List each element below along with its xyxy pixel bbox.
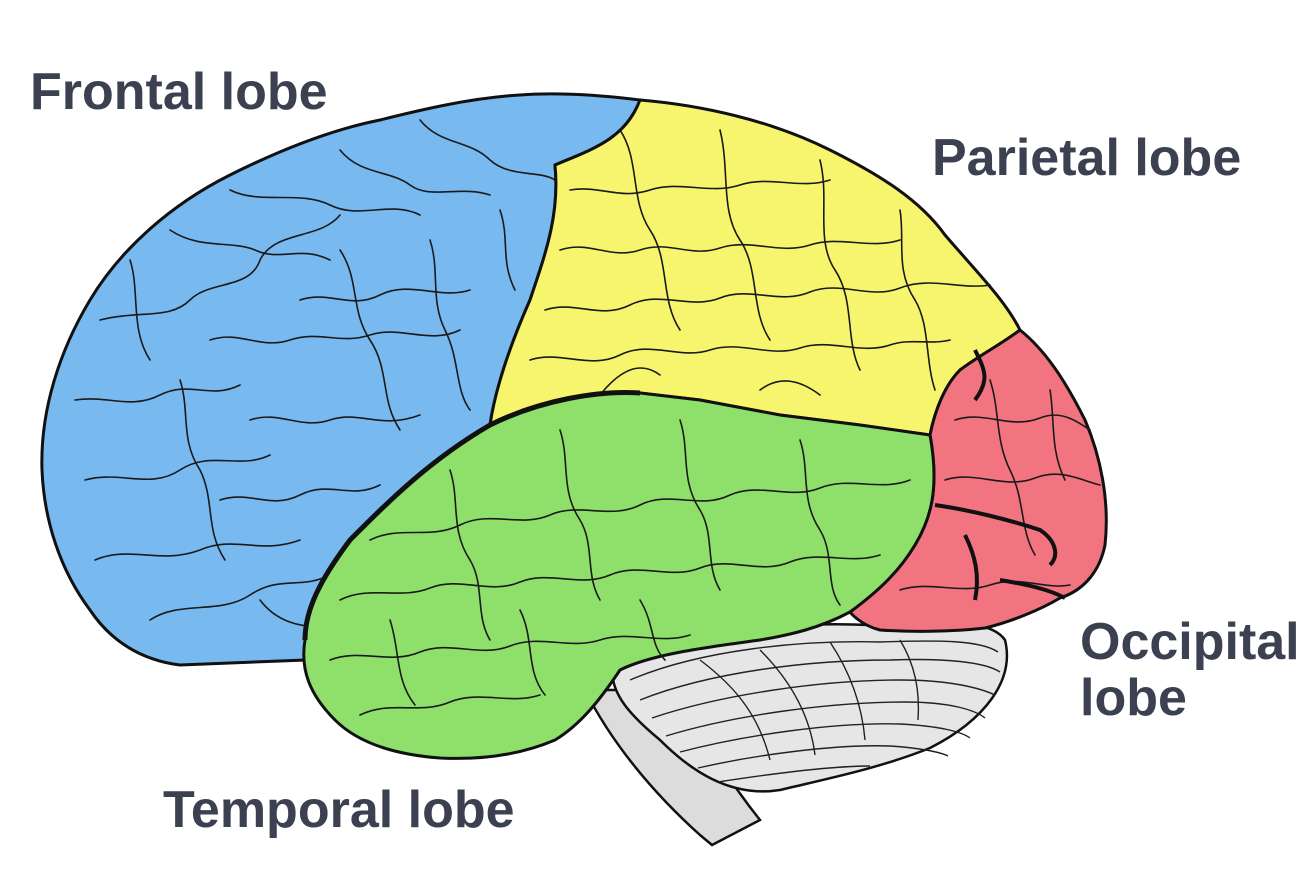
occipital-lobe [847,328,1108,633]
occipital-lobe-label-line1: Occipital [1080,613,1300,671]
occipital-lobe-label: Occipital lobe [1080,614,1300,726]
parietal-lobe-label: Parietal lobe [932,129,1242,187]
cerebellum [610,621,1009,793]
parietal-lobe [488,98,1022,437]
frontal-lobe [40,92,643,667]
temporal-lobe [302,390,936,760]
temporal-lobe-label: Temporal lobe [163,781,515,839]
occipital-lobe-label-line2: lobe [1080,669,1187,727]
frontal-lobe-label: Frontal lobe [30,63,328,121]
